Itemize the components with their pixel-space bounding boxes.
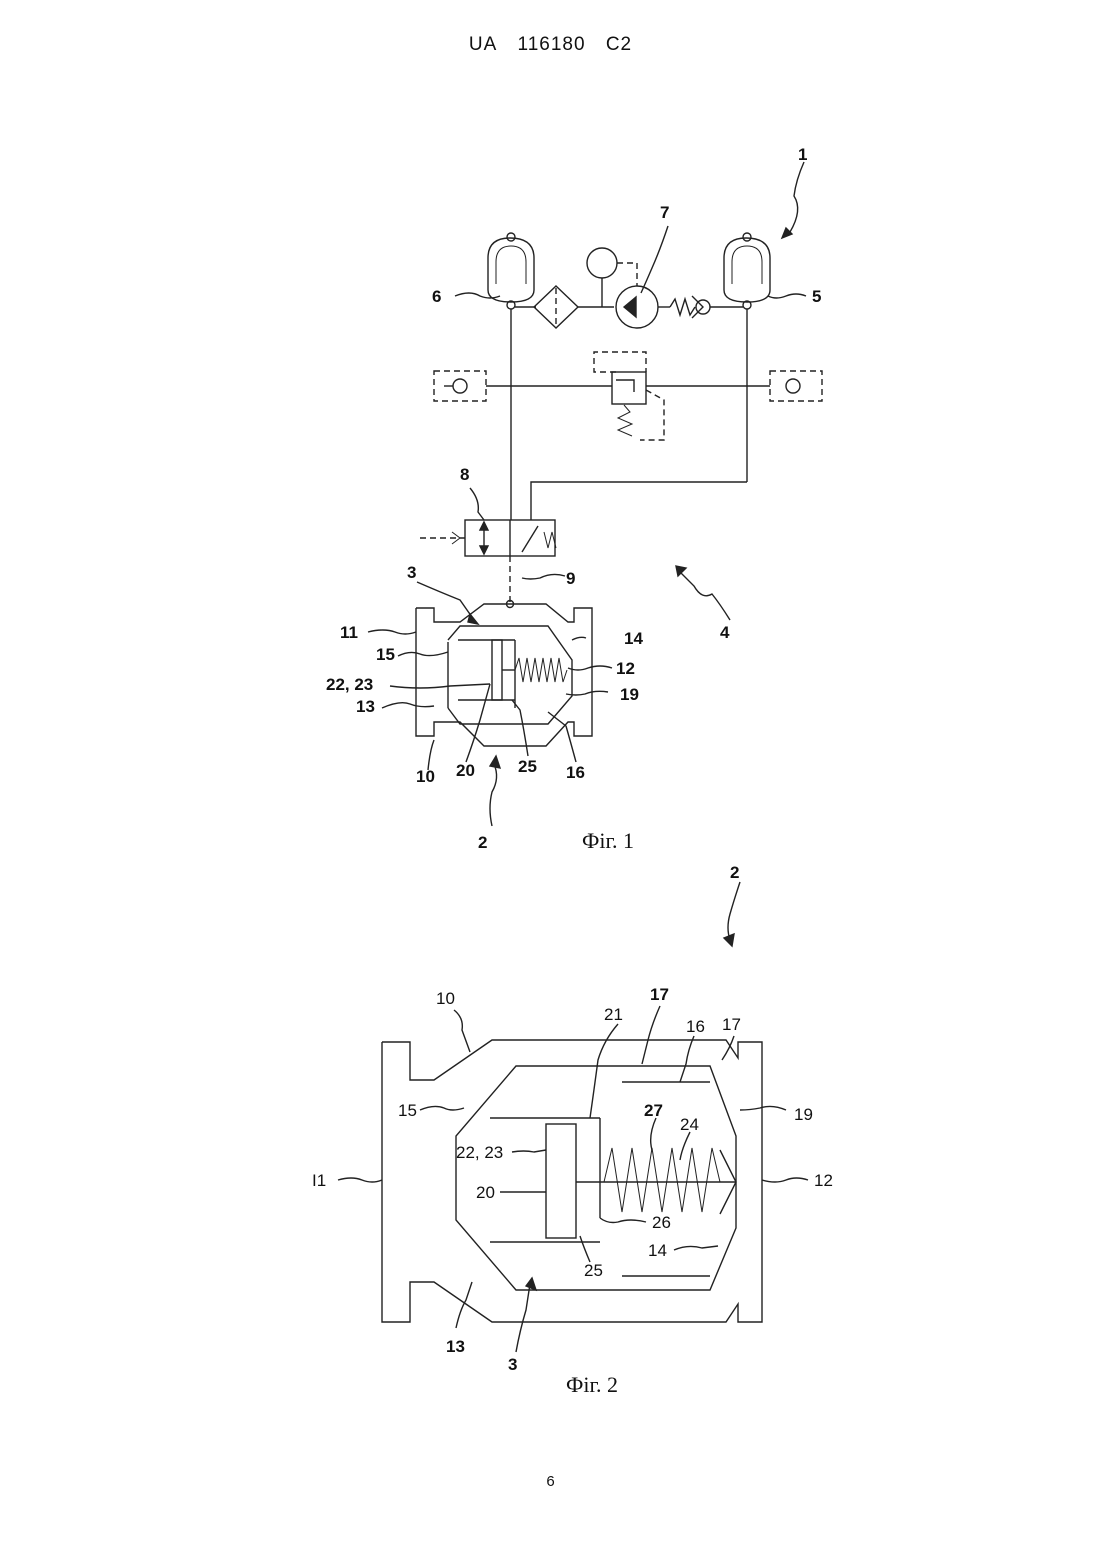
fig1-label-13: 13 xyxy=(356,697,375,716)
fig1-label-22-23: 22, 23 xyxy=(326,675,373,694)
fig2-label-16: 16 xyxy=(686,1017,705,1036)
fig2-label-3: 3 xyxy=(508,1355,517,1374)
piston-20 xyxy=(546,1124,576,1238)
spring-fig1 xyxy=(515,658,567,682)
fig2-label-2: 2 xyxy=(730,863,739,882)
spring-symbol xyxy=(670,299,695,315)
fig2-label-26: 26 xyxy=(652,1213,671,1232)
fig1-label-7: 7 xyxy=(660,203,669,222)
fig1-label-1: 1 xyxy=(798,145,807,164)
fig2-label-25: 25 xyxy=(584,1261,603,1280)
figure-2-caption: Фіг. 2 xyxy=(566,1372,618,1398)
fig2-label-27: 27 xyxy=(644,1101,663,1120)
fig1-label-14: 14 xyxy=(624,629,643,648)
left-coupling xyxy=(434,371,486,401)
fig2-label-24: 24 xyxy=(680,1115,699,1134)
fig1-label-20: 20 xyxy=(456,761,475,780)
fig2-label-15: 15 xyxy=(398,1101,417,1120)
fig2-label-20: 20 xyxy=(476,1183,495,1202)
fig1-label-10: 10 xyxy=(416,767,435,786)
accumulator-5-valve-cap xyxy=(743,233,751,241)
fig2-label-I1: I1 xyxy=(312,1171,326,1190)
valve-insert-3 xyxy=(456,1066,736,1290)
fig1-label-8: 8 xyxy=(460,465,469,484)
fig1-label-16: 16 xyxy=(566,763,585,782)
pressure-relief-valve xyxy=(612,372,646,404)
fig1-label-6: 6 xyxy=(432,287,441,306)
figure-1-caption: Фіг. 1 xyxy=(582,828,634,854)
fig1-label-12: 12 xyxy=(616,659,635,678)
accumulator-6 xyxy=(488,238,534,302)
fig2-label-17a: 17 xyxy=(650,985,669,1004)
fig2-label-17b: 17 xyxy=(722,1015,741,1034)
fig1-label-11: 11 xyxy=(340,623,358,642)
fig1-label-9: 9 xyxy=(566,569,575,588)
accumulator-6-valve-cap xyxy=(507,233,515,241)
fig1-label-25: 25 xyxy=(518,757,537,776)
fig2-label-21: 21 xyxy=(604,1005,623,1024)
fig2-label-10: 10 xyxy=(436,989,455,1008)
spring-27 xyxy=(604,1148,736,1212)
accumulator-5 xyxy=(724,238,770,302)
pump-7 xyxy=(616,286,658,328)
fig1-label-5: 5 xyxy=(812,287,821,306)
fig1-label-4: 4 xyxy=(720,623,730,642)
fig1-label-2: 2 xyxy=(478,833,487,852)
fig2-label-19: 19 xyxy=(794,1105,813,1124)
fig2-label-12: 12 xyxy=(814,1171,833,1190)
fig1-label-15: 15 xyxy=(376,645,395,664)
fig1-label-3: 3 xyxy=(407,563,416,582)
fig2-label-22-23: 22, 23 xyxy=(456,1143,503,1162)
piston-fig1 xyxy=(492,640,502,700)
fig2-label-14: 14 xyxy=(648,1241,667,1260)
right-coupling xyxy=(770,371,822,401)
page-number: 6 xyxy=(0,1473,1101,1490)
pressure-gauge xyxy=(587,248,617,278)
fig1-label-19: 19 xyxy=(620,685,639,704)
fig2-label-13: 13 xyxy=(446,1337,465,1356)
